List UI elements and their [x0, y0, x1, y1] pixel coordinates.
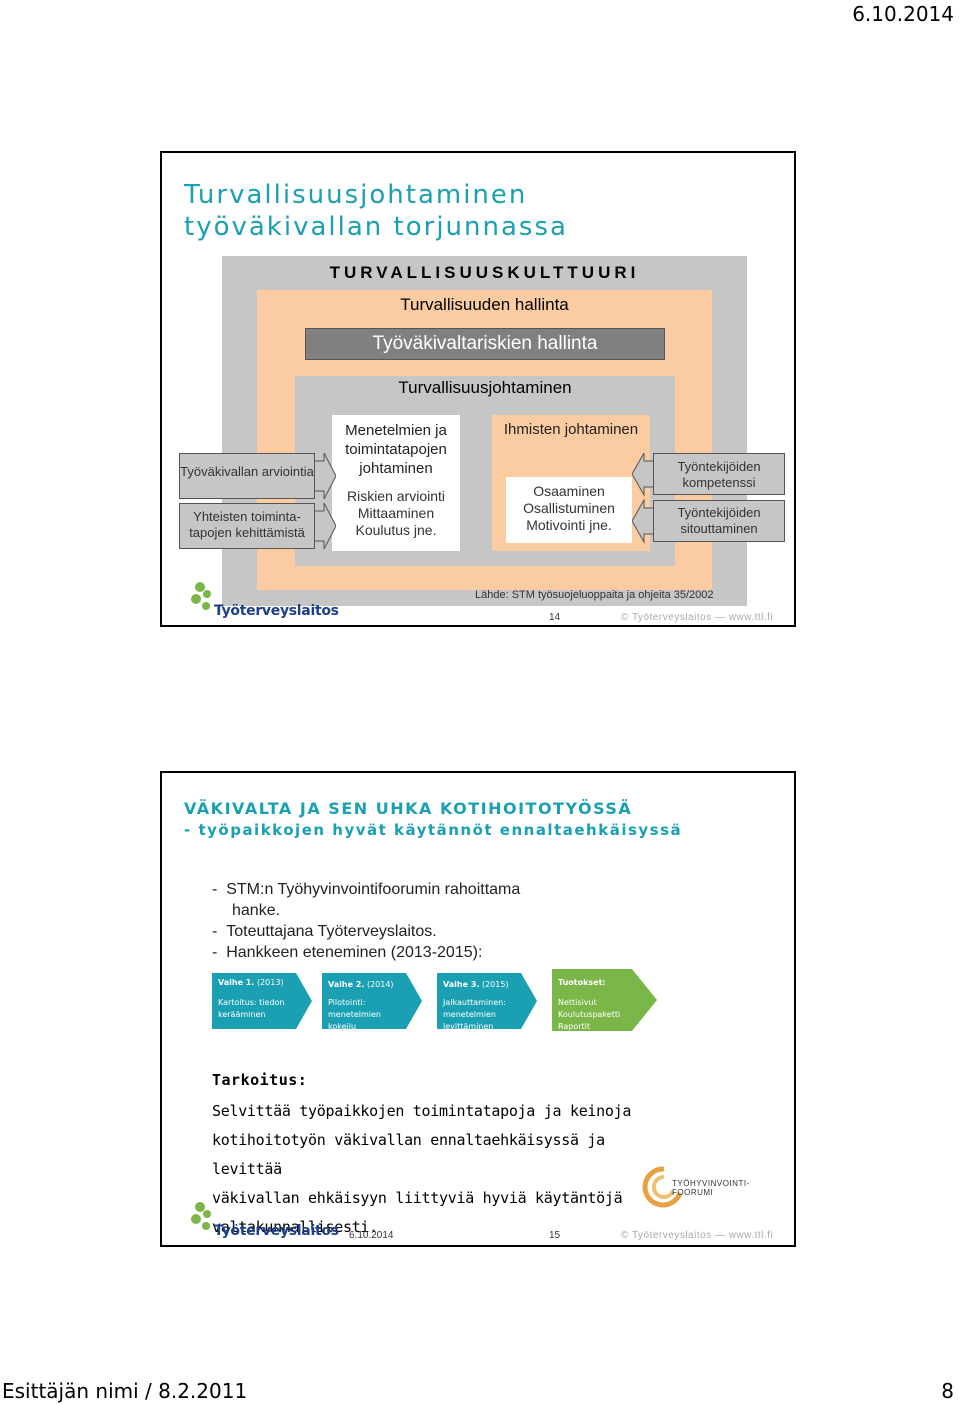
methods-box: Menetelmien ja toimintatapojen johtamine…: [332, 415, 460, 551]
phase-1-text: Vaihe 1. (2013) Kartoitus: tiedon kerääm…: [218, 977, 300, 1021]
copyright: © Työterveyslaitos — www.ttl.fi: [621, 1230, 773, 1241]
slide-number: 14: [549, 612, 560, 623]
project-bullets: - STM:n Työhyvinvointifoorumin rahoittam…: [212, 879, 520, 963]
commitment-line: sitouttaminen: [654, 521, 784, 537]
methods-item: Mittaaminen: [332, 505, 460, 522]
phase-year: (2014): [367, 980, 394, 989]
people-item: Osallistuminen: [506, 500, 632, 517]
slide-title: Turvallisuusjohtaminen työväkivallan tor…: [184, 179, 568, 243]
page-number: 8: [941, 1379, 954, 1403]
employee-commitment-box: Työntekijöiden sitouttaminen: [653, 500, 785, 542]
output-line: Raportit: [558, 1021, 640, 1033]
culture-label: TURVALLISUUSKULTTUURI: [222, 263, 747, 283]
commitment-line: Työntekijöiden: [654, 505, 784, 521]
left-connector-arrows: [312, 453, 336, 549]
presenter-footer: Esittäjän nimi / 8.2.2011: [2, 1379, 247, 1403]
competence-line: kompetenssi: [654, 475, 784, 491]
people-item: Motivointi jne.: [506, 517, 632, 534]
copyright: © Työterveyslaitos — www.ttl.fi: [621, 612, 773, 623]
bullet-text: Hankkeen eteneminen (2013-2015):: [226, 944, 482, 961]
phase-line: kokeilu: [328, 1021, 410, 1033]
slide-title-line2: työväkivallan torjunnassa: [184, 211, 568, 243]
phase-line: Pilotointi:: [328, 997, 410, 1009]
forum-logo: TYÖHYVINVOINTI- FOORUMI: [642, 1165, 762, 1209]
phase-label: Tuotokset:: [558, 978, 606, 987]
slide-number: 15: [549, 1230, 560, 1241]
ttl-logo-icon: [190, 581, 214, 611]
shared-practices-box: Yhteisten toiminta- tapojen kehittämistä: [179, 503, 315, 549]
slide-title-line1: Turvallisuusjohtaminen: [184, 179, 568, 211]
shared-practices-line: tapojen kehittämistä: [180, 525, 314, 541]
slide-14: Turvallisuusjohtaminen työväkivallan tor…: [160, 151, 796, 627]
methods-heading-line: toimintatapojen: [332, 440, 460, 459]
ttl-logo-icon: [190, 1201, 214, 1231]
methods-item: Koulutus jne.: [332, 522, 460, 539]
slide-15: VÄKIVALTA JA SEN UHKA KOTIHOITOTYÖSSÄ - …: [160, 771, 796, 1247]
outputs-text: Tuotokset: Nettisivut Koulutuspaketti Ra…: [558, 977, 640, 1033]
people-box: Ihmisten johtaminen Osaaminen Osallistum…: [492, 415, 650, 551]
phase-line: levittäminen: [443, 1021, 525, 1033]
slide-date: 6.10.2014: [349, 1230, 394, 1241]
violence-assessment-box: Työväkivallan arviointia: [179, 453, 315, 499]
forum-logo-text: TYÖHYVINVOINTI- FOORUMI: [672, 1179, 750, 1197]
safety-management-label: Turvallisuuden hallinta: [257, 295, 712, 315]
people-heading: Ihmisten johtaminen: [492, 415, 650, 438]
ttl-logo-text: Työterveyslaitos: [214, 1223, 339, 1239]
phase-head: Vaihe 3. (2015): [443, 979, 525, 991]
methods-items: Riskien arviointi Mittaaminen Koulutus j…: [332, 488, 460, 539]
people-item: Osaaminen: [506, 483, 632, 500]
phase-head: Vaihe 1. (2013): [218, 977, 300, 989]
bullet-item: - STM:n Työhyvinvointifoorumin rahoittam…: [212, 879, 520, 900]
source-note: Lähde: STM työsuojeluoppaita ja ohjeita …: [475, 589, 714, 601]
phase-label: Vaihe 3.: [443, 980, 479, 989]
phase-line: Jalkauttaminen:: [443, 997, 525, 1009]
purpose-line: kotihoitotyön väkivallan ennaltaehkäisys…: [212, 1126, 672, 1184]
slide-title: VÄKIVALTA JA SEN UHKA KOTIHOITOTYÖSSÄ: [184, 799, 632, 818]
outputs-head: Tuotokset:: [558, 977, 640, 989]
methods-item: Riskien arviointi: [332, 488, 460, 505]
leadership-label: Turvallisuusjohtaminen: [295, 378, 675, 398]
shared-practices-line: Yhteisten toiminta-: [180, 509, 314, 525]
phase-line: Kartoitus: tiedon: [218, 997, 300, 1009]
phase-3-text: Vaihe 3. (2015) Jalkauttaminen: menetelm…: [443, 979, 525, 1033]
employee-competence-box: Työntekijöiden kompetenssi: [653, 453, 785, 495]
forum-logo-line: FOORUMI: [672, 1188, 750, 1197]
competence-line: Työntekijöiden: [654, 459, 784, 475]
purpose-heading: Tarkoitus:: [212, 1071, 307, 1089]
phase-label: Vaihe 1.: [218, 978, 254, 987]
phase-line: menetelmien: [328, 1009, 410, 1021]
bullet-item: - Hankkeen eteneminen (2013-2015):: [212, 942, 520, 963]
bullet-continuation: hanke.: [212, 900, 520, 921]
output-line: Nettisivut: [558, 997, 640, 1009]
phase-2-text: Vaihe 2. (2014) Pilotointi: menetelmien …: [328, 979, 410, 1033]
phase-year: (2015): [482, 980, 509, 989]
methods-heading-line: Menetelmien ja: [332, 421, 460, 440]
bullet-text: STM:n Työhyvinvointifoorumin rahoittama: [226, 881, 520, 898]
output-line: Koulutuspaketti: [558, 1009, 640, 1021]
phase-line: menetelmien: [443, 1009, 525, 1021]
purpose-line: Selvittää työpaikkojen toimintatapoja ja…: [212, 1097, 672, 1126]
ttl-logo: Työterveyslaitos: [190, 581, 320, 621]
phase-label: Vaihe 2.: [328, 980, 364, 989]
bullet-text: Toteuttajana Työterveyslaitos.: [226, 923, 437, 940]
people-items: Osaaminen Osallistuminen Motivointi jne.: [506, 477, 632, 543]
forum-logo-line: TYÖHYVINVOINTI-: [672, 1179, 750, 1188]
methods-heading-line: johtaminen: [332, 459, 460, 478]
bullet-item: - Toteuttajana Työterveyslaitos.: [212, 921, 520, 942]
methods-heading: Menetelmien ja toimintatapojen johtamine…: [332, 415, 460, 478]
phase-line: kerääminen: [218, 1009, 300, 1021]
phase-head: Vaihe 2. (2014): [328, 979, 410, 991]
violence-risk-bar: Työväkivaltariskien hallinta: [305, 328, 665, 360]
ttl-logo-text: Työterveyslaitos: [214, 603, 339, 619]
slide-subtitle: - työpaikkojen hyvät käytännöt ennaltaeh…: [184, 821, 682, 839]
phase-year: (2013): [257, 978, 284, 987]
page-date: 6.10.2014: [852, 2, 954, 26]
ttl-logo: Työterveyslaitos: [190, 1201, 320, 1241]
